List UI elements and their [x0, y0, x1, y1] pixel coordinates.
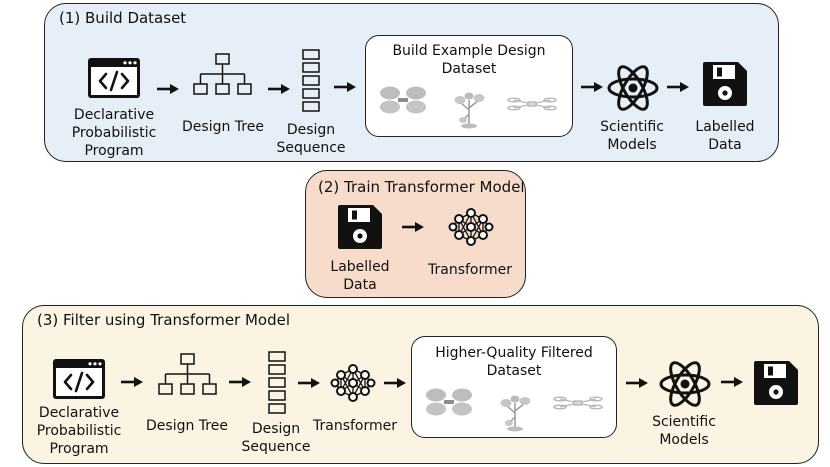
design-tree-icon [193, 53, 252, 95]
arrow-icon [400, 220, 426, 234]
design-tree-icon [158, 353, 217, 395]
arrow-icon [579, 80, 605, 94]
transformer-label: Transformer [427, 262, 513, 278]
design-render-image [380, 86, 557, 130]
panel-title: (2) Train Transformer Model [318, 178, 525, 196]
arrow-icon [624, 376, 650, 390]
floppy-disk-icon [338, 205, 382, 249]
floppy-disk-icon [703, 62, 747, 106]
arrow-icon [382, 376, 408, 390]
arrow-icon [296, 376, 322, 390]
panel-title: (3) Filter using Transformer Model [37, 311, 291, 329]
arrow-icon [227, 375, 253, 389]
neural-network-icon [330, 364, 376, 402]
design-tree-label: Design Tree [182, 119, 264, 135]
arrow-icon [332, 80, 358, 94]
atom-icon [607, 61, 659, 115]
arrow-icon [155, 82, 181, 96]
arrow-icon [719, 375, 745, 389]
code-window-icon [51, 357, 107, 401]
arrow-icon [665, 80, 691, 94]
code-window-icon [86, 56, 142, 100]
atom-icon [659, 357, 711, 411]
arrow-icon [119, 375, 145, 389]
neural-network-icon [448, 208, 494, 246]
design-render-image [426, 388, 603, 433]
panel-title: (1) Build Dataset [59, 9, 187, 27]
sequence-icon [268, 351, 286, 414]
floppy-disk-icon [754, 361, 798, 405]
arrow-icon [266, 82, 292, 96]
transformer-label: Transformer [312, 418, 398, 434]
sequence-icon [302, 49, 320, 112]
design-tree-label: Design Tree [146, 418, 228, 434]
